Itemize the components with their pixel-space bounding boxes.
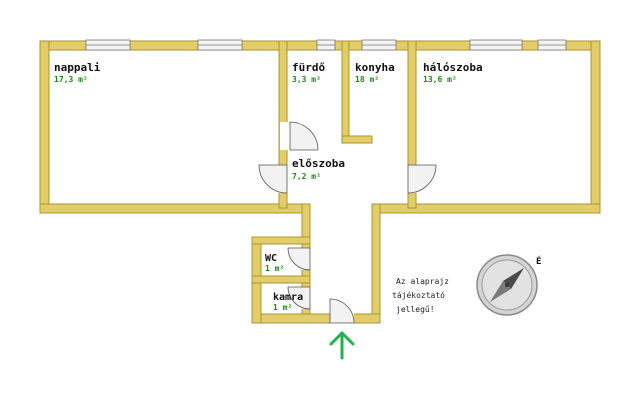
wall-right <box>590 40 601 214</box>
door-entrance <box>329 298 355 324</box>
room-name-haloszoba: hálószoba <box>423 61 483 74</box>
compass-north-label: É <box>536 255 541 267</box>
door-haloszoba <box>407 164 437 194</box>
wall-bottom-left <box>39 203 311 214</box>
room-name-konyha: konyha <box>355 61 395 74</box>
door-nappali <box>258 164 289 194</box>
wall-bottom <box>259 313 381 324</box>
door-furdo <box>280 121 319 151</box>
room-name-nappali: nappali <box>54 61 101 74</box>
note-line-2: tájékoztató <box>392 290 445 300</box>
doors <box>258 121 437 324</box>
room-area-furdo: 3,3 m² <box>292 75 321 84</box>
window-haloszoba-2 <box>537 39 567 51</box>
compass-icon <box>476 254 538 316</box>
wall-bottom-right <box>371 203 601 214</box>
room-area-kamra: 1 m² <box>273 303 292 312</box>
window-haloszoba-1 <box>469 39 523 51</box>
door-kamra <box>287 286 311 310</box>
entrance-arrow-icon <box>329 331 355 360</box>
door-wc <box>287 247 311 271</box>
windows <box>85 39 567 51</box>
window-furdo <box>316 39 336 51</box>
window-nappali-2 <box>197 39 243 51</box>
note-line-1: Az alaprajz <box>396 277 449 286</box>
wall-wc-top <box>251 236 311 245</box>
room-area-nappali: 17,3 m² <box>54 75 88 84</box>
wall-konyha-kitchen-ledge <box>341 135 373 144</box>
room-area-eloszoba: 7,2 m² <box>292 172 321 181</box>
window-nappali-1 <box>85 39 131 51</box>
note-line-3: jellegű! <box>396 305 435 314</box>
room-name-wc: WC <box>265 253 277 264</box>
room-name-kamra: kamra <box>273 292 303 303</box>
room-area-haloszoba: 13,6 m² <box>423 75 457 84</box>
room-area-wc: 1 m² <box>265 264 284 273</box>
wall-furdo-konyha <box>341 40 350 141</box>
wall-wc-kamra <box>251 275 311 284</box>
window-konyha <box>361 39 397 51</box>
room-name-furdo: fürdő <box>292 61 325 74</box>
room-area-konyha: 18 m² <box>355 75 379 84</box>
room-name-eloszoba: előszoba <box>292 157 345 170</box>
wall-hall-right <box>371 203 381 323</box>
wall-left <box>39 40 50 214</box>
wall-konyha-halo <box>407 40 417 209</box>
